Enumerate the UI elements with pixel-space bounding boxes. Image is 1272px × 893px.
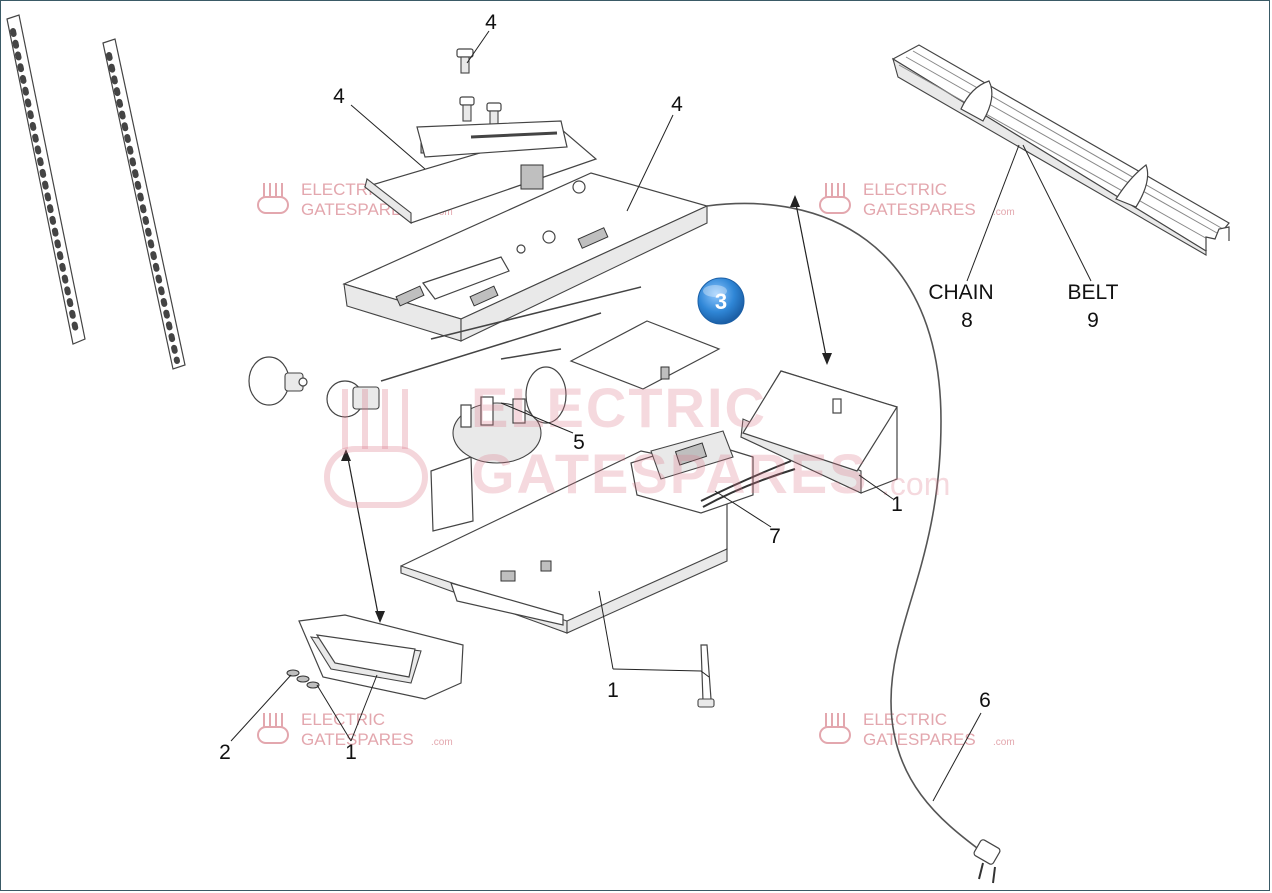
- perforated-strap-left: [6, 14, 86, 345]
- highlight-badge[interactable]: 3: [697, 277, 745, 325]
- lamp-socket: [326, 380, 380, 418]
- callout-7: 7: [769, 525, 781, 548]
- watermark-center: ELECTRIC GATESPARES .com: [324, 376, 950, 508]
- callout-1-right: 1: [891, 493, 903, 516]
- callout-6: 6: [979, 689, 991, 712]
- assembly-arrow-left: [341, 449, 385, 623]
- assembly-arrow-right: [790, 195, 832, 365]
- watermark-line2: GATESPARES: [301, 730, 414, 749]
- watermark-line2: GATESPARES: [863, 730, 976, 749]
- limit-switch-unit: [630, 430, 796, 514]
- watermark-line1: ELECTRIC: [471, 376, 767, 439]
- watermark-top-right: ELECTRIC GATESPARES .com: [819, 180, 1015, 219]
- watermark-suffix: .com: [881, 466, 950, 502]
- rail-track: [891, 44, 1230, 256]
- callout-2: 2: [219, 741, 231, 764]
- mounting-bracket: [363, 120, 598, 225]
- leader-lines: [230, 30, 1092, 802]
- watermark-line1: ELECTRIC: [863, 710, 947, 729]
- watermark-suffix: .com: [993, 207, 1015, 218]
- watermark-line1: ELECTRIC: [301, 710, 385, 729]
- light-bulb: [248, 356, 308, 406]
- power-cable: [706, 202, 1001, 884]
- control-board: [569, 320, 721, 390]
- watermark-suffix: .com: [431, 737, 453, 748]
- callout-1-bottom: 1: [607, 679, 619, 702]
- watermark-line1: ELECTRIC: [301, 180, 385, 199]
- chain-number: 8: [961, 309, 973, 332]
- bolt-top: [456, 48, 474, 74]
- watermark-suffix: .com: [993, 737, 1015, 748]
- watermark-line2: GATESPARES: [863, 200, 976, 219]
- badge-number: 3: [715, 289, 727, 314]
- watermark-line2: GATESPARES: [471, 442, 869, 505]
- watermark-bottom-left: ELECTRIC GATESPARES .com: [257, 710, 453, 749]
- bolt-pair: [459, 96, 502, 128]
- long-bolt: [697, 644, 715, 708]
- motor-assembly: [430, 366, 567, 532]
- callout-4-right: 4: [671, 93, 683, 116]
- screws: [286, 669, 320, 689]
- top-plate: [342, 172, 709, 342]
- callout-5: 5: [573, 431, 585, 454]
- lens-cover: [298, 614, 464, 700]
- callout-4-left: 4: [333, 85, 345, 108]
- watermark-line1: ELECTRIC: [863, 180, 947, 199]
- belt-label: BELT: [1068, 281, 1119, 304]
- watermark-bottom-right: ELECTRIC GATESPARES .com: [819, 710, 1015, 749]
- guide-line: [430, 286, 642, 340]
- chain-label: CHAIN: [928, 281, 993, 304]
- belt-number: 9: [1087, 309, 1099, 332]
- callout-4-top: 4: [485, 11, 497, 34]
- callout-labels: 4 4 4 5 1 7 1 2 1 6 CHAIN 8 BELT 9: [219, 11, 1118, 764]
- perforated-strap-right: [102, 38, 186, 370]
- guide-line: [500, 348, 562, 360]
- guide-line: [380, 312, 602, 382]
- callout-1-left: 1: [345, 741, 357, 764]
- watermark-line2: GATESPARES: [301, 200, 414, 219]
- end-cover-right: [740, 370, 898, 494]
